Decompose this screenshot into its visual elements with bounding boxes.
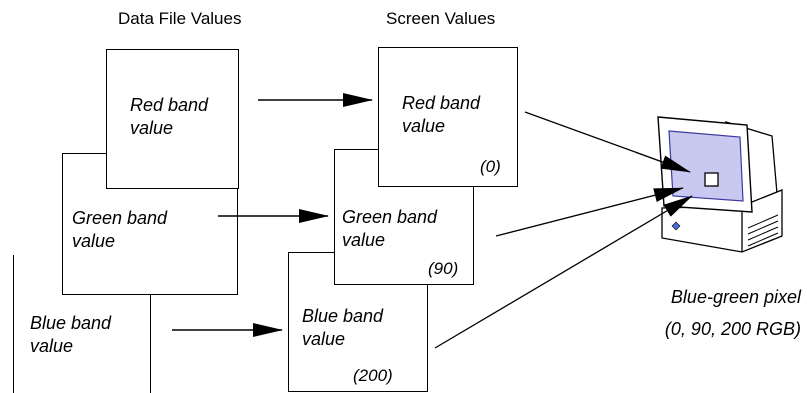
pixel-caption-rgb: (0, 90, 200 RGB): [664, 319, 801, 339]
data-file-values-header: Data File Values: [118, 9, 242, 28]
pixel-caption: Blue-green pixel (0, 90, 200 RGB): [665, 281, 801, 345]
data-file-blue-band-line-right: [150, 294, 151, 393]
data-file-blue-band-line-left: [13, 255, 14, 393]
computer-monitor-icon: [657, 116, 783, 253]
screen-blue-value: (200): [353, 366, 393, 385]
green-to-monitor-line: [495, 187, 684, 237]
screen-values-header: Screen Values: [386, 9, 496, 28]
screen-green-value: (90): [428, 259, 459, 278]
red-to-monitor-line: [524, 111, 691, 173]
blue-to-monitor-line: [434, 195, 693, 349]
data-file-red-band-box: [106, 49, 239, 189]
pixel-caption-title: Blue-green pixel: [670, 287, 801, 307]
screen-red-value: (0): [480, 157, 501, 176]
screen-red-band-box: [378, 47, 518, 187]
